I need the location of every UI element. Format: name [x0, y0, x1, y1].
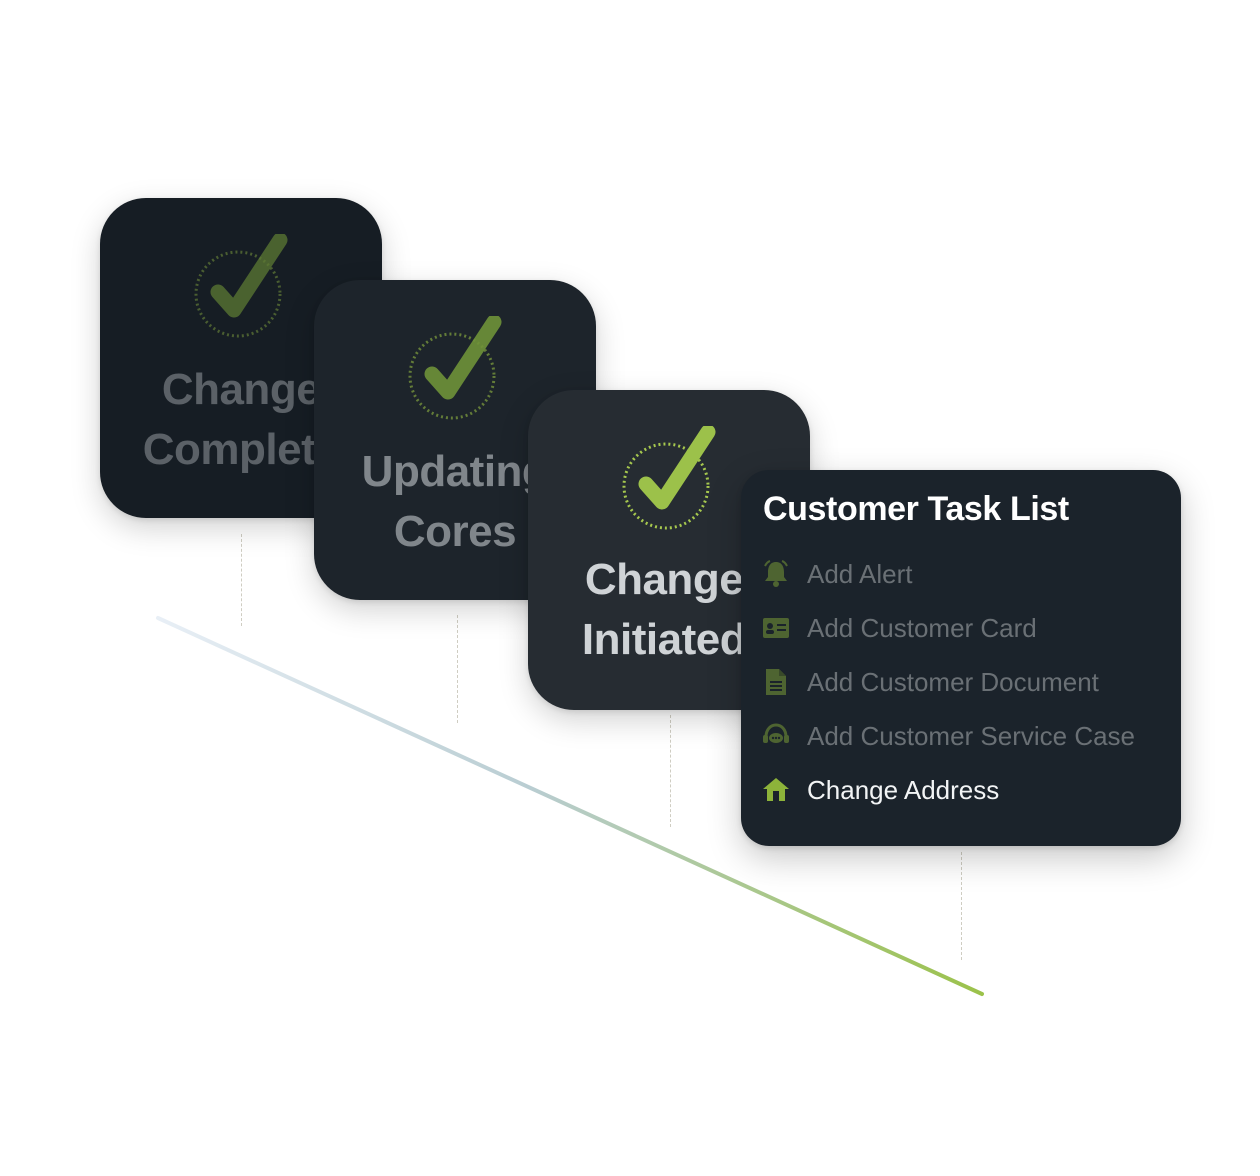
- check-circle-icon: [194, 234, 288, 338]
- connector-line: [670, 715, 671, 827]
- task-item-label: Change Address: [807, 774, 1000, 805]
- task-item-label: Add Customer Document: [807, 666, 1099, 697]
- connector-line: [457, 615, 458, 723]
- task-item-add-customer-document[interactable]: Add Customer Document: [761, 662, 1161, 702]
- task-list-title: Customer Task List: [763, 490, 1069, 528]
- connector-line: [241, 534, 242, 626]
- status-card-label: Change Initiated: [581, 555, 747, 664]
- check-circle-icon: [408, 316, 502, 420]
- document-icon: [761, 667, 791, 697]
- status-card-label: Updating Cores: [361, 447, 549, 556]
- task-item-add-customer-card[interactable]: Add Customer Card: [761, 608, 1161, 648]
- task-item-add-alert[interactable]: Add Alert: [761, 554, 1161, 594]
- headset-chat-icon: [761, 721, 791, 751]
- bell-icon: [761, 559, 791, 589]
- customer-task-list-panel: Customer Task List Add Alert: [741, 470, 1181, 846]
- task-item-label: Add Customer Service Case: [807, 720, 1136, 751]
- home-icon: [761, 775, 791, 805]
- connector-line: [961, 852, 962, 960]
- check-circle-icon: [622, 426, 716, 530]
- task-item-change-address[interactable]: Change Address: [761, 770, 1161, 810]
- task-item-label: Add Alert: [807, 558, 913, 589]
- status-card-label: Change Complete: [142, 365, 340, 474]
- task-item-add-customer-service-case[interactable]: Add Customer Service Case: [761, 716, 1161, 756]
- id-card-icon: [761, 613, 791, 643]
- task-item-label: Add Customer Card: [807, 612, 1037, 643]
